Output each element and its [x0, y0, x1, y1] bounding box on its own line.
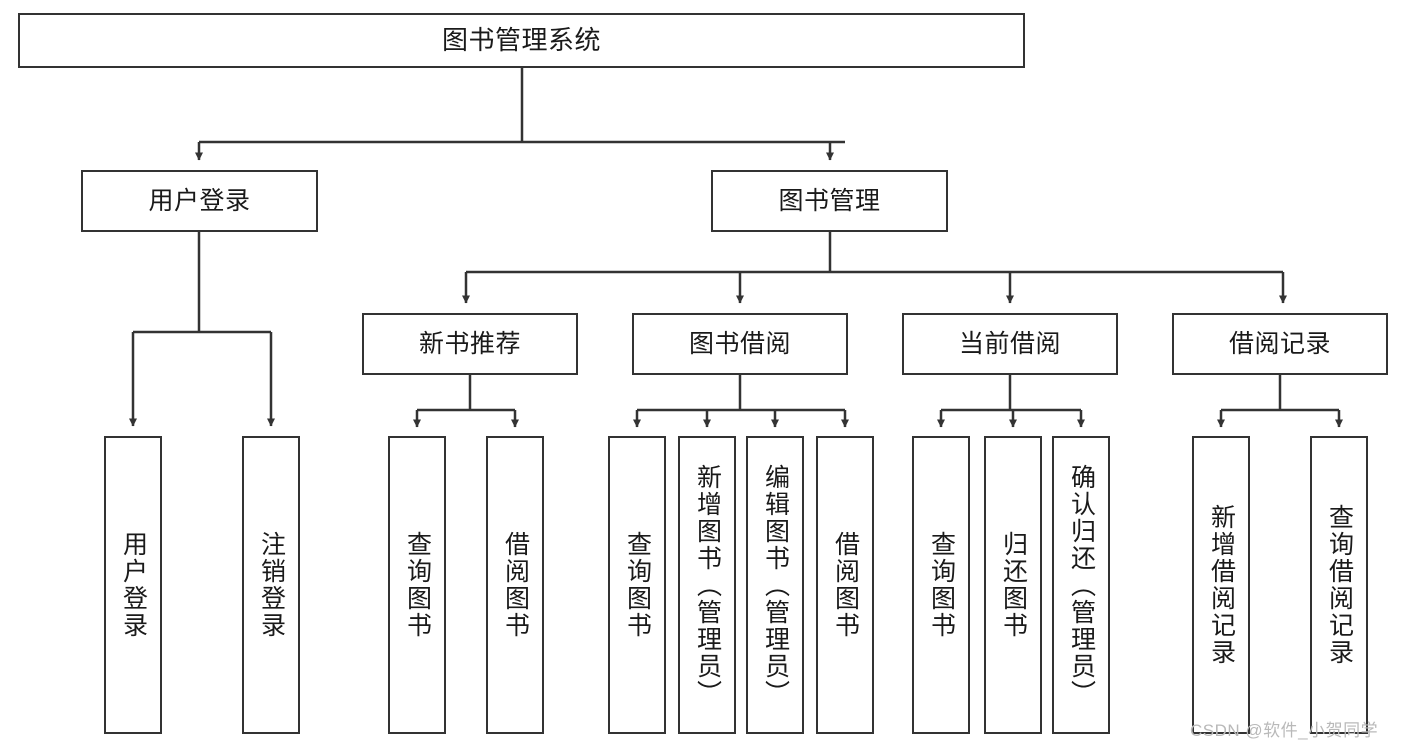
- node-book-borrow[interactable]: 图书借阅: [632, 313, 848, 375]
- node-book-borrow-label: 图书借阅: [688, 330, 791, 358]
- node-leaf-add-book-admin-label: 新增图书（管理员）: [693, 463, 722, 707]
- node-current-borrow[interactable]: 当前借阅: [902, 313, 1118, 375]
- node-borrow-record-label: 借阅记录: [1228, 330, 1331, 358]
- node-current-borrow-label: 当前借阅: [958, 330, 1061, 358]
- node-user-login-label: 用户登录: [148, 187, 251, 215]
- node-book-management-label: 图书管理: [778, 187, 881, 215]
- node-leaf-add-book-admin[interactable]: 新增图书（管理员）: [678, 436, 736, 734]
- node-leaf-borrow-book-recommend-label: 借阅图书: [501, 531, 530, 639]
- node-leaf-confirm-return-admin[interactable]: 确认归还（管理员）: [1052, 436, 1110, 734]
- node-leaf-borrow-book[interactable]: 借阅图书: [816, 436, 874, 734]
- node-new-book-recommend[interactable]: 新书推荐: [362, 313, 578, 375]
- node-leaf-return-book[interactable]: 归还图书: [984, 436, 1042, 734]
- node-leaf-edit-book-admin-label: 编辑图书（管理员）: [761, 463, 790, 707]
- node-leaf-query-book-current[interactable]: 查询图书: [912, 436, 970, 734]
- node-leaf-query-book-recommend[interactable]: 查询图书: [388, 436, 446, 734]
- node-root[interactable]: 图书管理系统: [18, 13, 1025, 68]
- node-leaf-return-book-label: 归还图书: [999, 531, 1028, 639]
- csdn-watermark: CSDN @软件_小贺同学: [1190, 721, 1379, 740]
- node-leaf-query-book-borrow-label: 查询图书: [623, 531, 652, 639]
- node-leaf-query-borrow-record[interactable]: 查询借阅记录: [1310, 436, 1368, 734]
- node-leaf-logout-label: 注销登录: [257, 531, 286, 639]
- node-root-label: 图书管理系统: [441, 24, 601, 55]
- node-leaf-confirm-return-admin-label: 确认归还（管理员）: [1067, 463, 1096, 707]
- node-book-management[interactable]: 图书管理: [711, 170, 948, 232]
- node-leaf-query-book-borrow[interactable]: 查询图书: [608, 436, 666, 734]
- node-borrow-record[interactable]: 借阅记录: [1172, 313, 1388, 375]
- node-leaf-query-book-recommend-label: 查询图书: [403, 531, 432, 639]
- node-new-book-recommend-label: 新书推荐: [418, 330, 521, 358]
- node-leaf-borrow-book-recommend[interactable]: 借阅图书: [486, 436, 544, 734]
- node-leaf-logout[interactable]: 注销登录: [242, 436, 300, 734]
- node-leaf-edit-book-admin[interactable]: 编辑图书（管理员）: [746, 436, 804, 734]
- node-leaf-query-book-current-label: 查询图书: [927, 531, 956, 639]
- node-leaf-user-login[interactable]: 用户登录: [104, 436, 162, 734]
- node-leaf-add-borrow-record[interactable]: 新增借阅记录: [1192, 436, 1250, 734]
- node-leaf-borrow-book-label: 借阅图书: [831, 531, 860, 639]
- node-user-login[interactable]: 用户登录: [81, 170, 318, 232]
- node-leaf-query-borrow-record-label: 查询借阅记录: [1325, 504, 1354, 666]
- node-leaf-user-login-label: 用户登录: [119, 531, 148, 639]
- node-leaf-add-borrow-record-label: 新增借阅记录: [1207, 504, 1236, 666]
